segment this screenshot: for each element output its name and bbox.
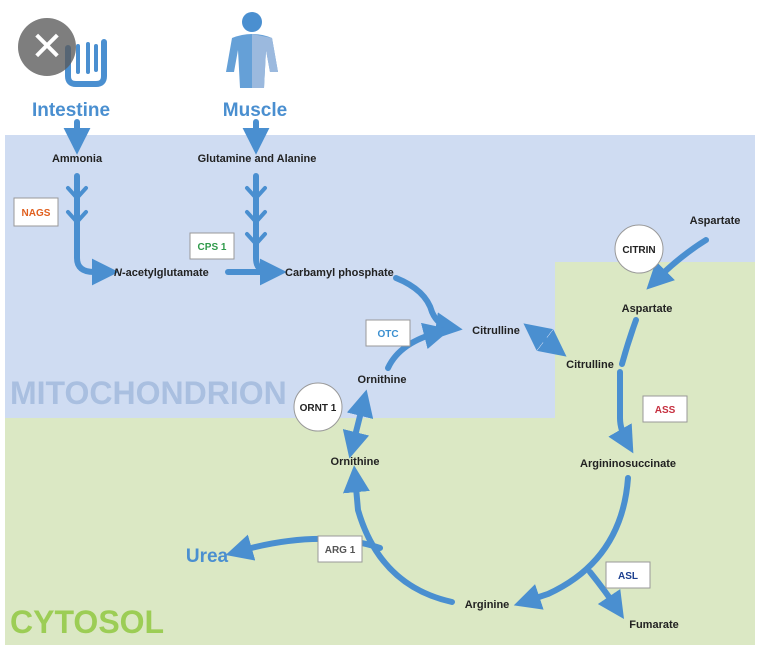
arrow-aspartate-in <box>646 237 709 290</box>
argininosuccinate-label: Argininosuccinate <box>580 458 676 470</box>
enzyme-asl-label: ASL <box>618 571 638 582</box>
enzyme-otc-label: OTC <box>377 329 398 340</box>
cytosol-region <box>5 262 755 645</box>
enzyme-arg1-label: ARG 1 <box>325 545 356 556</box>
ornithine-mito-label: Ornithine <box>358 374 407 386</box>
arrow-arginine-ornithine <box>342 465 455 605</box>
citrulline-mito-label: Citrulline <box>472 325 520 337</box>
transporter-ornt1: ORNT 1 <box>293 382 343 432</box>
enzyme-ass-label: ASS <box>655 405 676 416</box>
enzyme-nags: NAGS <box>13 197 59 227</box>
arrow-argininosuccinate-arginine <box>513 475 631 610</box>
arrow-arginine-urea <box>225 534 383 561</box>
citrulline-cyto-label: Citrulline <box>566 359 614 371</box>
arrow-fumarate-branch <box>587 569 624 619</box>
muscle-label: Muscle <box>223 100 287 121</box>
aspartate-inner-label: Aspartate <box>622 303 673 315</box>
fumarate-label: Fumarate <box>629 619 679 631</box>
arrow-citrulline-exchange <box>523 323 567 357</box>
close-button[interactable]: ✕ <box>18 18 76 76</box>
intestine-icon <box>65 39 107 87</box>
ornithine-cyto-label: Ornithine <box>331 456 380 468</box>
enzyme-asl: ASL <box>605 561 651 589</box>
cytosol-label: CYTOSOL <box>10 604 164 640</box>
mitochondrion-label: MITOCHONDRION <box>10 375 287 411</box>
ammonia-label: Ammonia <box>52 153 103 165</box>
enzyme-arg1: ARG 1 <box>317 535 363 563</box>
arginine-label: Arginine <box>465 599 510 611</box>
n-acetylglutamate-label: N-acetylglutamate <box>114 267 209 279</box>
enzyme-cps1-label: CPS 1 <box>198 242 227 253</box>
input-ticks <box>66 186 267 247</box>
urea-label: Urea <box>186 546 229 567</box>
mitochondrion-region <box>5 135 755 418</box>
arrow-cytosolic-citrulline-argininosuccinate <box>608 369 634 454</box>
n-acetylglutamate-rest: -acetylglutamate <box>122 267 209 279</box>
arrow-ornithine-transport <box>342 389 374 459</box>
aspartate-outer-label: Aspartate <box>690 215 741 227</box>
arrow-aspartate-into-cycle <box>619 317 639 367</box>
enzyme-nags-label: NAGS <box>22 208 51 219</box>
enzyme-cps1: CPS 1 <box>189 232 235 260</box>
human-body-icon <box>226 12 278 88</box>
transporter-ornt1-label: ORNT 1 <box>300 403 337 414</box>
enzyme-ass: ASS <box>642 395 688 423</box>
arrow-ammonia-acetylglutamate <box>74 173 119 286</box>
pathway-arrows <box>63 119 709 619</box>
glutamine-alanine-label: Glutamine and Alanine <box>198 153 317 165</box>
n-acetylglutamate-prefix: N <box>114 267 123 279</box>
carbamyl-phosphate-label: Carbamyl phosphate <box>285 267 394 279</box>
transporter-citrin-label: CITRIN <box>622 245 655 256</box>
enzyme-otc: OTC <box>365 319 411 347</box>
transporter-citrin: CITRIN <box>614 224 664 274</box>
close-icon: ✕ <box>30 24 64 70</box>
intestine-label: Intestine <box>32 100 110 121</box>
